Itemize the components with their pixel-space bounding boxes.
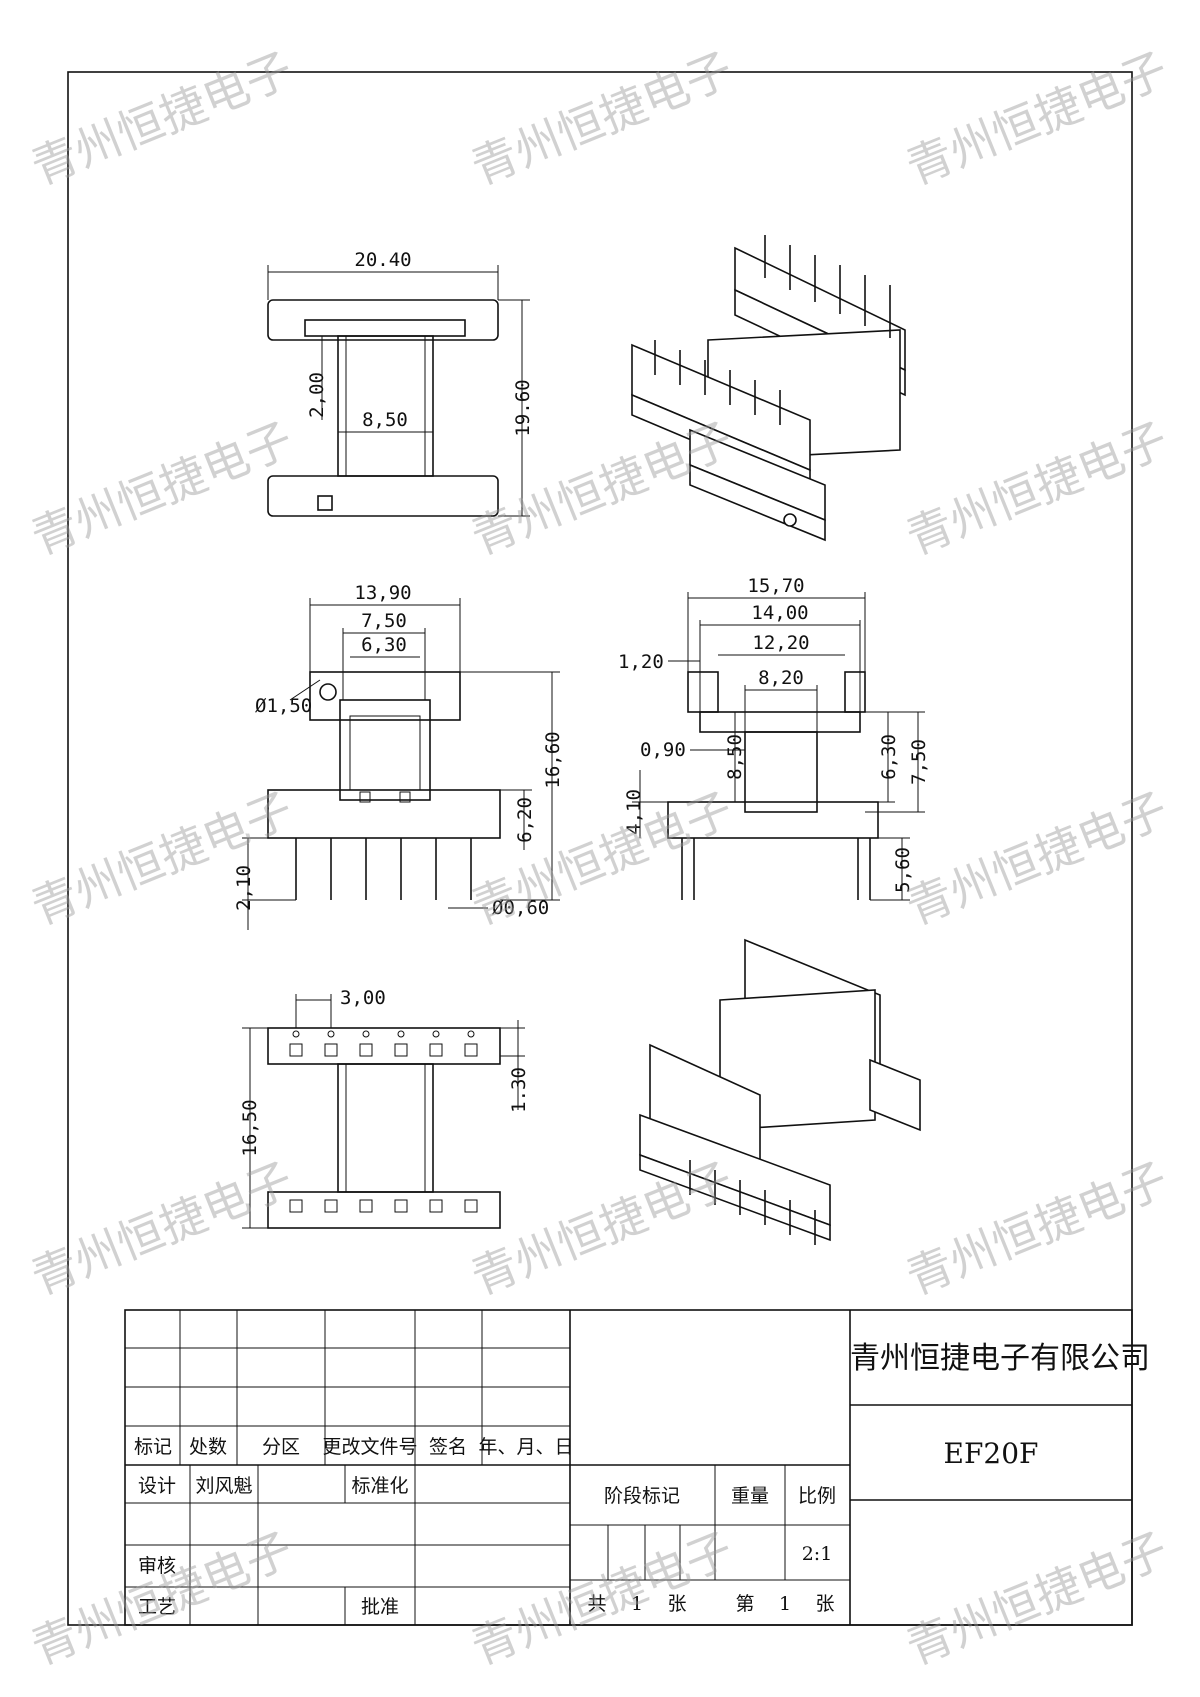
watermark: 青州恒捷电子 [464, 782, 740, 935]
front-view: 13,90 7,50 6,30 16,60 6,20 2,10 Ø1,50 Ø0… [233, 582, 564, 930]
watermark: 青州恒捷电子 [24, 42, 300, 195]
design-label: 设计 [138, 1475, 176, 1497]
front-core [339, 699, 431, 801]
dim-bottom-height: 16,50 [239, 1099, 261, 1156]
header-zone: 分区 [262, 1436, 300, 1458]
total-label: 共 [587, 1593, 606, 1615]
review-label: 审核 [138, 1555, 176, 1577]
scale-label: 比例 [798, 1485, 836, 1507]
header-signature: 签名 [429, 1436, 467, 1458]
dim-side-h1: 6,30 [878, 734, 900, 780]
dim-side-w4: 8,20 [758, 667, 804, 689]
dim-side-gap: 0,90 [640, 739, 686, 761]
dim-side-left: 1,20 [618, 651, 664, 673]
sheet-label: 第 [735, 1593, 754, 1615]
dim-front-hole: Ø1,50 [255, 695, 312, 717]
title-block: 青州恒捷电子有限公司 EF20F 标记 处数 分区 更改文件号 签名 年、月、日… [124, 1309, 1150, 1626]
watermark: 青州恒捷电子 [24, 782, 300, 935]
side-base [667, 801, 879, 839]
watermark: 青州恒捷电子 [464, 1152, 740, 1305]
dim-side-h2: 7,50 [908, 739, 930, 785]
dim-front-pin-len: 2,10 [233, 865, 255, 911]
top-flange-lower [267, 475, 499, 517]
side-top-bar [699, 711, 861, 733]
dim-bottom-pin: 1.30 [508, 1067, 530, 1113]
sheet-unit: 张 [667, 1593, 686, 1615]
stage-label: 阶段标记 [604, 1485, 680, 1507]
dim-front-pin-dia: Ø0,60 [492, 897, 549, 919]
dim-bottom-pitch: 3,00 [340, 987, 386, 1009]
dim-front-inner1: 7,50 [361, 610, 407, 632]
watermark: 青州恒捷电子 [899, 782, 1175, 935]
dim-front-width: 13,90 [354, 582, 411, 604]
front-upper-flange [309, 671, 461, 721]
dim-top-core: 8,50 [362, 409, 408, 431]
scale-value: 2:1 [802, 1543, 833, 1565]
bottom-view: 3,00 16,50 1.30 [239, 987, 530, 1229]
dim-top-height: 19.60 [512, 379, 534, 436]
iso-view-lower [639, 938, 921, 1245]
watermark: 青州恒捷电子 [24, 412, 300, 565]
sheet-unit-2: 张 [815, 1593, 834, 1615]
front-hole [319, 683, 337, 701]
sheet-number: 1 [779, 1593, 791, 1615]
approve-label: 批准 [361, 1596, 399, 1618]
part-number: EF20F [944, 1437, 1039, 1470]
top-flange-upper [267, 299, 499, 341]
header-date: 年、月、日 [478, 1436, 573, 1458]
watermark: 青州恒捷电子 [899, 42, 1175, 195]
weight-label: 重量 [731, 1485, 769, 1507]
dim-top-width: 20.40 [354, 249, 411, 271]
watermark: 青州恒捷电子 [899, 412, 1175, 565]
company-name: 青州恒捷电子有限公司 [850, 1341, 1150, 1376]
dim-side-w2: 14,00 [751, 602, 808, 624]
standard-label: 标准化 [351, 1475, 408, 1497]
designer-name: 刘风魁 [195, 1475, 252, 1497]
top-view: 20.40 19.60 2,00 8,50 [267, 249, 534, 517]
iso-view-upper [631, 235, 906, 542]
header-mark: 标记 [134, 1436, 172, 1458]
dim-side-base: 4,10 [623, 789, 645, 835]
dim-front-inner2: 6,30 [361, 634, 407, 656]
dim-side-w1: 15,70 [747, 575, 804, 597]
dim-front-base: 6,20 [514, 797, 536, 843]
watermark: 青州恒捷电子 [464, 42, 740, 195]
dim-front-height: 16,60 [542, 731, 564, 788]
front-base [267, 789, 501, 839]
watermark: 青州恒捷电子 [899, 1522, 1175, 1675]
process-label: 工艺 [138, 1596, 176, 1618]
side-view: 15,70 14,00 12,20 8,20 1,20 0,90 8,50 6,… [618, 575, 930, 901]
total-sheets: 1 [631, 1593, 643, 1615]
dim-side-pin: 5,60 [892, 847, 914, 893]
header-count: 处数 [189, 1436, 227, 1458]
dim-side-w3: 12,20 [752, 632, 809, 654]
watermarks: 青州恒捷电子 青州恒捷电子 青州恒捷电子 青州恒捷电子 青州恒捷电子 青州恒捷电… [24, 42, 1175, 1675]
top-core [337, 335, 434, 477]
watermark: 青州恒捷电子 [899, 1152, 1175, 1305]
dim-side-core: 8,50 [724, 734, 746, 780]
dim-top-flange: 2,00 [306, 372, 328, 418]
side-core [744, 731, 818, 813]
header-change-doc: 更改文件号 [322, 1436, 417, 1458]
